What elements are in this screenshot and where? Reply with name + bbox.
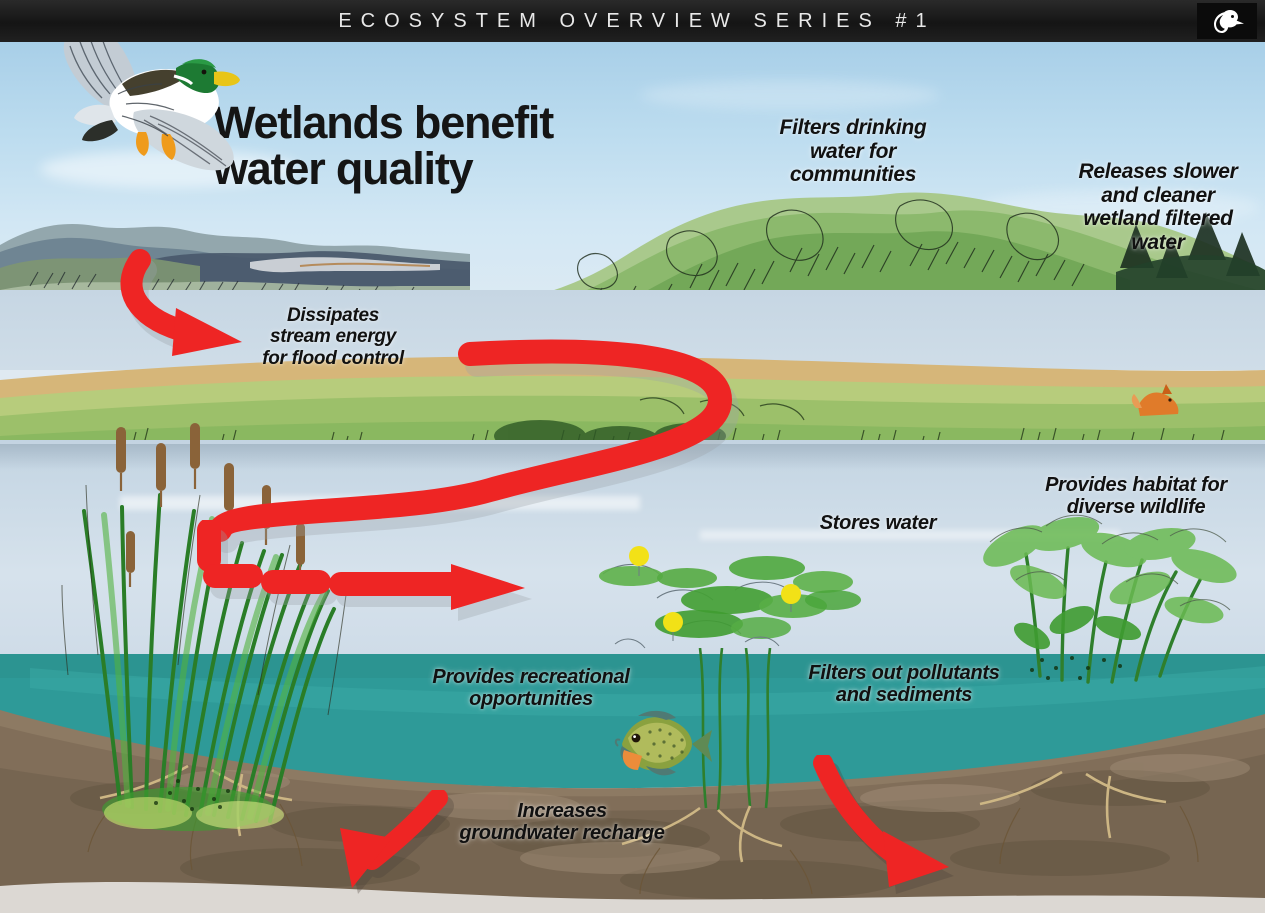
label-stores-water: Stores water (819, 512, 937, 534)
header-bar: ECOSYSTEM OVERVIEW SERIES #1 (0, 0, 1265, 42)
mallard-duck-icon (63, 27, 240, 171)
page-title: Wetlands benefit water quality (213, 97, 554, 195)
sunfish-icon (614, 710, 712, 776)
lily-pads-icon (599, 546, 861, 649)
label-provides-habitat: Provides habitat for diverse wildlife (1045, 474, 1227, 519)
label-releases-slower-cleaner: Releases slower and cleaner wetland filt… (1078, 160, 1238, 254)
series-title: ECOSYSTEM OVERVIEW SERIES #1 (338, 9, 936, 32)
water-highlight (700, 530, 1120, 540)
cloud (640, 80, 940, 110)
arrowhead-plants-icon (983, 514, 1237, 684)
label-filters-out-pollutants: Filters out pollutants and sediments (808, 662, 1000, 707)
label-filters-drinking-water: Filters drinking water for communities (779, 116, 927, 187)
cattail-plants-icon (61, 423, 347, 831)
label-dissipates-stream-energy: Dissipates stream energy for flood contr… (262, 305, 404, 369)
fox-icon (1131, 384, 1179, 416)
label-provides-recreational: Provides recreational opportunities (432, 666, 630, 711)
label-increases-groundwater: Increases groundwater recharge (459, 800, 665, 845)
duck-head-logo-icon[interactable] (1197, 3, 1257, 39)
